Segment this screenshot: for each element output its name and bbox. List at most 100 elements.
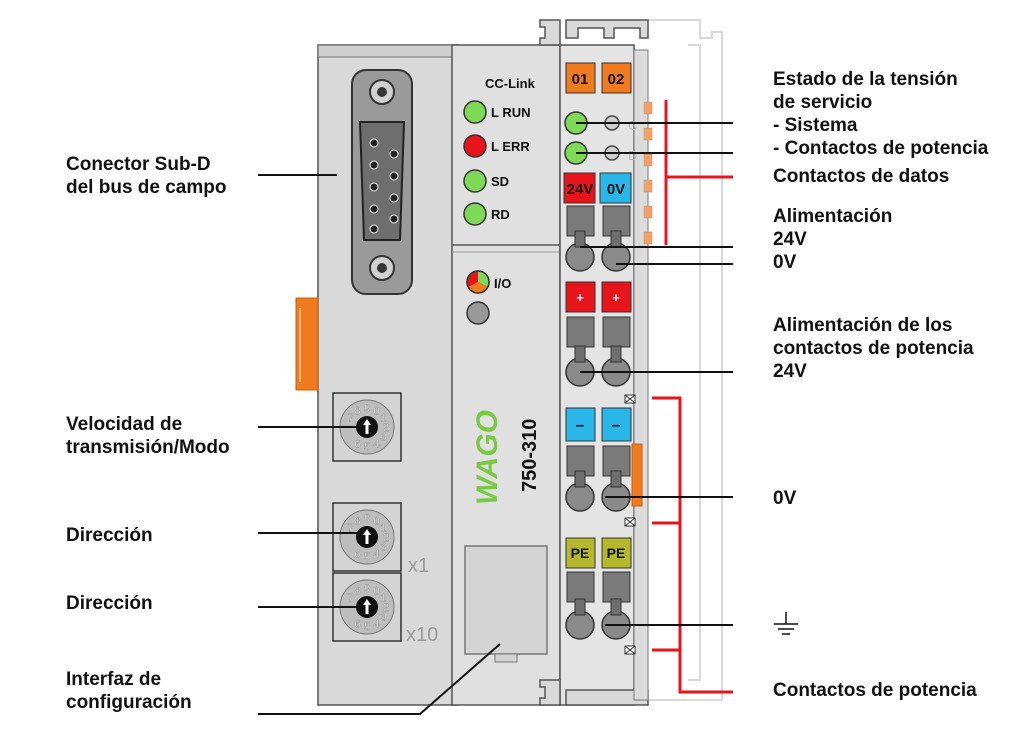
clamp-slot bbox=[610, 598, 622, 616]
label-supply: Alimentación 24V 0V bbox=[773, 206, 898, 273]
status-led-2: L ERR bbox=[463, 134, 530, 158]
leader-lines bbox=[258, 122, 733, 715]
svg-text:C: C bbox=[628, 118, 637, 133]
x1-label: x1 bbox=[408, 555, 429, 577]
led-label: L ERR bbox=[491, 139, 530, 154]
dial-digit: 1 bbox=[380, 523, 386, 535]
dial-digit: 7 bbox=[347, 413, 353, 425]
led-icon bbox=[463, 169, 487, 193]
label-power-contacts: Contactos de potencia bbox=[773, 680, 977, 701]
power-contacts-bracket bbox=[652, 396, 733, 694]
configuration-interface-cover[interactable] bbox=[464, 545, 548, 663]
svg-text:WAGO: WAGO bbox=[471, 410, 504, 505]
led-icon bbox=[463, 202, 487, 226]
arrow-up-icon bbox=[363, 419, 371, 434]
pin bbox=[389, 149, 399, 159]
pin bbox=[369, 204, 379, 214]
bus-name-label: CC-Link bbox=[485, 76, 536, 91]
push-button[interactable] bbox=[602, 571, 631, 603]
model-number: 750-310 bbox=[519, 419, 541, 492]
dial-digit: 9 bbox=[364, 403, 370, 415]
dial-digit: 2 bbox=[383, 602, 389, 614]
svg-text:750-310: 750-310 bbox=[519, 419, 541, 492]
label-0v: 0V bbox=[773, 488, 797, 509]
io-label: I/O bbox=[494, 276, 511, 291]
pin bbox=[369, 160, 379, 170]
sub-d-connector[interactable] bbox=[351, 69, 413, 295]
pin bbox=[389, 193, 399, 203]
dial-digit: 8 bbox=[354, 406, 360, 418]
dial-digit: 6 bbox=[354, 438, 360, 450]
dial-digit: 8 bbox=[354, 586, 360, 598]
sub-d-pins bbox=[369, 138, 399, 234]
label-config-interface: Interfaz de configuración bbox=[66, 669, 192, 713]
pin bbox=[369, 182, 379, 192]
clamp-slot bbox=[574, 230, 586, 248]
orange-latch[interactable] bbox=[295, 297, 319, 391]
label-power-contact-supply: Alimentación de los contactos de potenci… bbox=[773, 315, 979, 382]
svg-text:02: 02 bbox=[608, 71, 625, 88]
svg-text:01: 01 bbox=[572, 71, 589, 88]
dial-digit: 5 bbox=[364, 441, 370, 453]
dial-digit: 0 bbox=[373, 586, 379, 598]
label-address-2: Dirección bbox=[66, 593, 153, 614]
dial-digit: 0 bbox=[373, 406, 379, 418]
svg-text:–: – bbox=[576, 417, 585, 434]
svg-text:+: + bbox=[612, 290, 620, 305]
led-icon bbox=[463, 134, 487, 158]
svg-text:24V: 24V bbox=[567, 181, 594, 198]
svg-text:+: + bbox=[576, 290, 584, 305]
dial-digit: 4 bbox=[373, 438, 379, 450]
orange-jumper bbox=[631, 443, 643, 507]
dial-digit: 8 bbox=[354, 516, 360, 528]
clamp-slot bbox=[610, 345, 622, 363]
supply-tags: 24V 0V bbox=[563, 172, 632, 204]
dial-digit: 6 bbox=[354, 618, 360, 630]
clamp-slot bbox=[574, 598, 586, 616]
label-address-1: Dirección bbox=[66, 525, 153, 546]
pin bbox=[389, 214, 399, 224]
led-label: L RUN bbox=[491, 105, 530, 120]
wago-logo: WAGO bbox=[471, 410, 504, 505]
svg-text:PE: PE bbox=[607, 545, 626, 561]
push-button[interactable] bbox=[566, 316, 595, 348]
arrow-up-icon bbox=[363, 529, 371, 544]
data-contacts-bracket bbox=[664, 100, 733, 245]
terminal-separators bbox=[624, 394, 636, 655]
svg-text:–: – bbox=[612, 417, 621, 434]
dial-digit: 7 bbox=[347, 523, 353, 535]
dial-digit: 9 bbox=[364, 583, 370, 595]
dial-digit: 2 bbox=[383, 532, 389, 544]
pin bbox=[369, 138, 379, 148]
label-service-voltage-status: Estado de la tensión de servicio - Siste… bbox=[773, 69, 989, 159]
clamp-slot bbox=[574, 345, 586, 363]
spare-led bbox=[466, 301, 490, 325]
dial-digit: 7 bbox=[347, 593, 353, 605]
status-led-3: SD bbox=[463, 169, 509, 193]
svg-text:D: D bbox=[628, 148, 637, 163]
dial-digit: 1 bbox=[380, 413, 386, 425]
led-label: SD bbox=[491, 174, 509, 189]
terminal-tags-01-02: 01 02 bbox=[565, 62, 632, 94]
push-button[interactable] bbox=[566, 571, 595, 603]
din-rail-outline bbox=[648, 19, 723, 701]
dial-digit: 5 bbox=[364, 621, 370, 633]
clamp-slot bbox=[574, 470, 586, 488]
dial-digit: 5 bbox=[364, 551, 370, 563]
label-speed-mode: Velocidad de transmisión/Modo bbox=[66, 414, 230, 458]
push-button[interactable] bbox=[602, 316, 631, 348]
dial-digit: 2 bbox=[383, 422, 389, 434]
svg-text:0V: 0V bbox=[607, 181, 625, 198]
pe-tags: PE PE bbox=[565, 537, 632, 569]
led-icon bbox=[463, 100, 487, 124]
label-sub-d-connector: Conector Sub-D del bus de campo bbox=[66, 154, 226, 198]
label-data-contacts: Contactos de datos bbox=[773, 166, 949, 187]
clamp-slot bbox=[610, 230, 622, 248]
dial-digit: 3 bbox=[380, 432, 386, 444]
